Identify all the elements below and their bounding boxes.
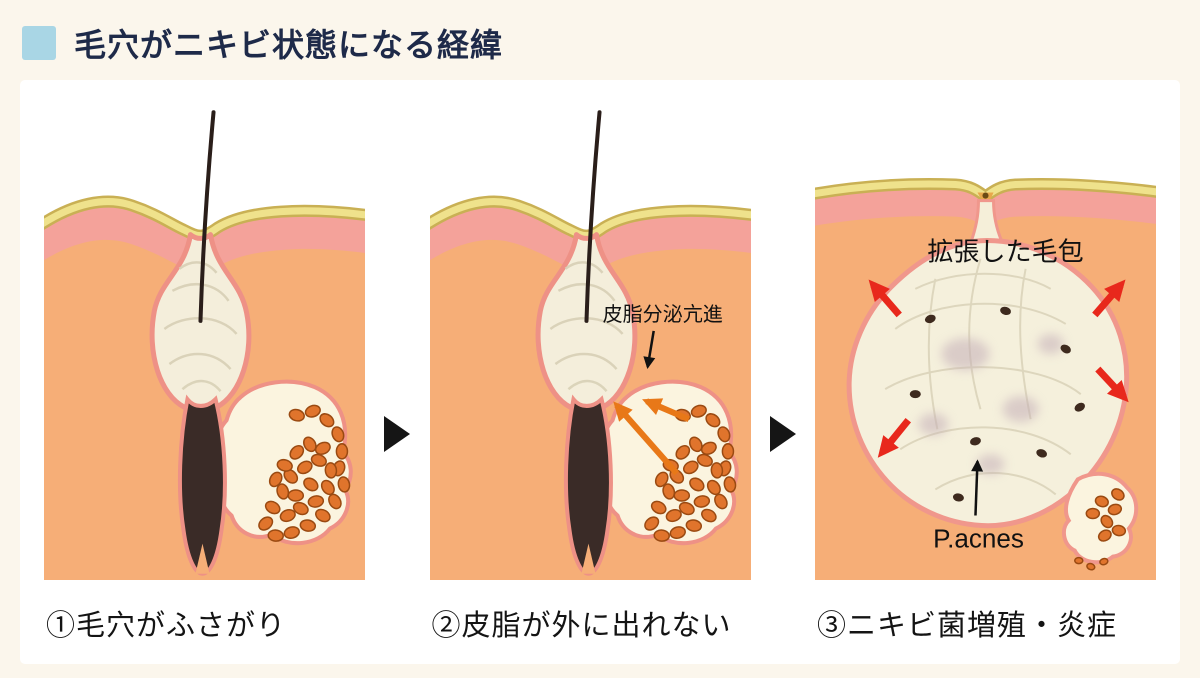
sebum-cells	[1074, 488, 1127, 571]
inflammation-spots	[918, 333, 1064, 475]
diagram-board: ①毛穴がふさがり 皮脂分泌亢進 ②皮脂が外に出れない	[20, 80, 1180, 664]
page-title: 毛穴がニキビ状態になる経緯	[74, 26, 504, 64]
annotation-sebum-secretion: 皮脂分泌亢進	[602, 303, 722, 326]
annotation-enlarged-follicle: 拡張した毛包	[927, 237, 1083, 267]
panels-row: ①毛穴がふさがり 皮脂分泌亢進 ②皮脂が外に出れない	[20, 80, 1180, 644]
header: 毛穴がニキビ状態になる経緯	[0, 0, 1200, 66]
enlarged-follicle	[846, 238, 1130, 529]
annotation-p-acnes: P.acnes	[933, 524, 1024, 554]
panel-stage-3: 拡張した毛包 P.acnes ③ニキビ菌増殖・炎症	[815, 108, 1156, 644]
bacteria-dots	[909, 306, 1085, 502]
skin-illustration-stage-2: 皮脂分泌亢進	[430, 108, 751, 580]
title-bullet-icon	[22, 26, 56, 60]
sebum-flow-arrows	[612, 398, 690, 476]
caption-stage-2: ②皮脂が外に出れない	[431, 610, 732, 642]
caption-stage-3: ③ニキビ菌増殖・炎症	[817, 610, 1118, 642]
next-step-arrow-icon	[769, 416, 796, 452]
keratin-texture	[884, 258, 1082, 496]
skin-illustration-stage-1	[44, 108, 365, 580]
annotation-pointer-arrow	[971, 459, 984, 516]
expansion-arrows	[868, 279, 1129, 458]
panel-stage-1: ①毛穴がふさがり	[44, 108, 365, 644]
comedo-dot	[982, 192, 989, 199]
panel-stage-2: 皮脂分泌亢進 ②皮脂が外に出れない	[430, 108, 751, 644]
sebaceous-gland	[1061, 471, 1139, 565]
next-step-arrow-icon	[384, 416, 411, 452]
caption-stage-1: ①毛穴がふさがり	[46, 610, 287, 642]
annotation-pointer-arrow	[642, 330, 655, 370]
skin-illustration-stage-3: 拡張した毛包 P.acnes	[815, 178, 1156, 580]
